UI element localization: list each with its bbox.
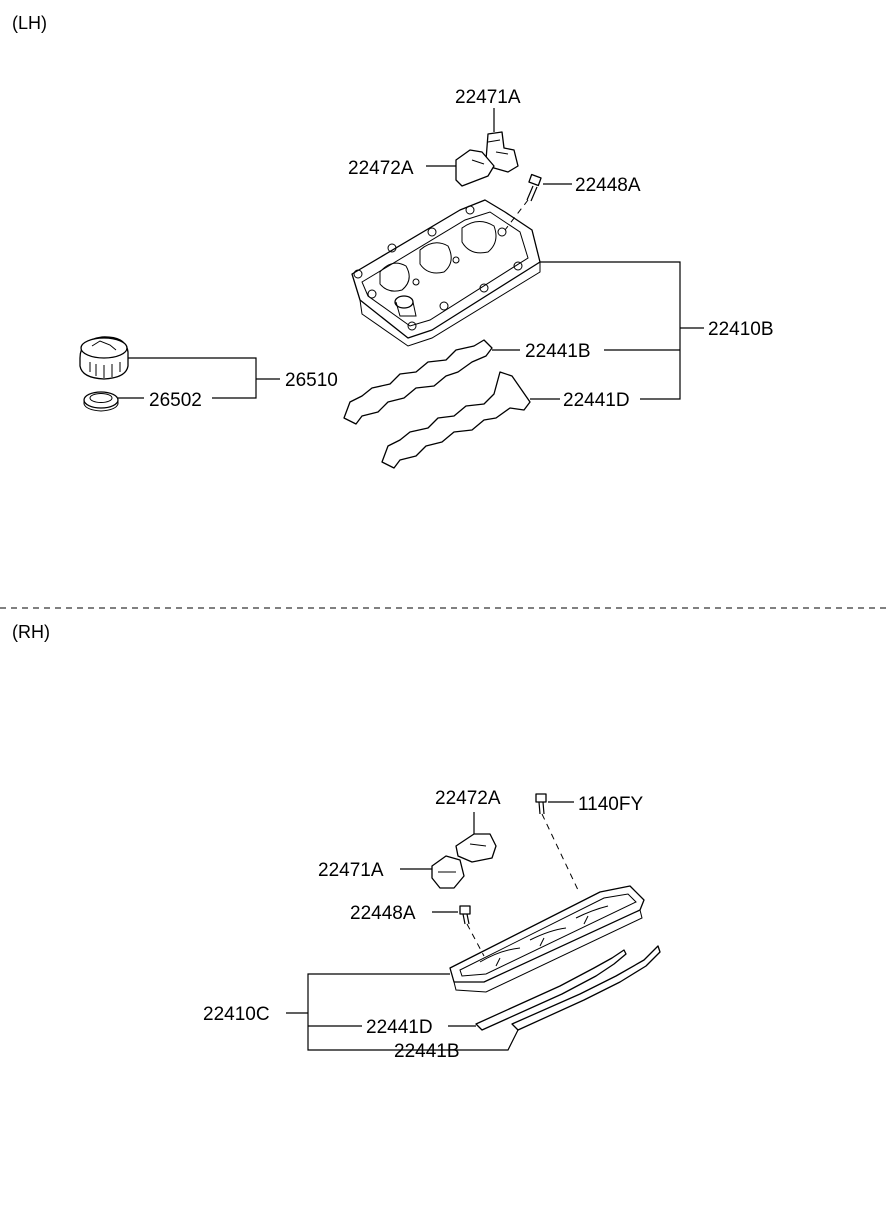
label-22471A-lh: 22471A — [455, 87, 521, 108]
oil-filler-cap[interactable] — [79, 336, 129, 380]
leader-22441B-rh — [474, 1029, 519, 1051]
label-22448A-rh: 22448A — [350, 903, 416, 924]
bolt-axis-1140FY — [541, 813, 579, 891]
lh-section: 22471A 22472A 22448A 22410B 22441B 22441… — [79, 87, 774, 469]
oil-cap-seal[interactable] — [83, 391, 119, 412]
gasket-22472A-rh[interactable] — [455, 833, 497, 863]
leader-22410B-bracket — [540, 261, 681, 400]
label-22410C: 22410C — [203, 1004, 270, 1025]
label-22471A-rh: 22471A — [318, 860, 384, 881]
gasket-22472A-lh[interactable] — [455, 149, 495, 187]
leader-22410C-bracket — [307, 973, 474, 1051]
bolt-22448A-lh[interactable] — [526, 173, 542, 202]
gasket-22441B-rh[interactable] — [511, 945, 661, 1031]
section-lh-label: (LH) — [12, 13, 47, 33]
valve-cover-lh[interactable] — [351, 199, 541, 347]
gasket-22441D-lh[interactable] — [381, 371, 531, 469]
sensor-22471A-rh[interactable] — [431, 855, 465, 889]
label-22448A-lh: 22448A — [575, 175, 641, 196]
label-22410B: 22410B — [708, 319, 774, 340]
label-22441D-rh: 22441D — [366, 1017, 433, 1038]
label-1140FY: 1140FY — [578, 794, 643, 815]
bolt-axis-22448A-rh — [466, 923, 485, 957]
gasket-22441D-rh[interactable] — [475, 949, 627, 1031]
leader-26510-bracket — [128, 357, 257, 399]
label-22472A-lh: 22472A — [348, 158, 414, 179]
label-26510: 26510 — [285, 370, 338, 391]
gasket-22441B-lh[interactable] — [343, 339, 493, 425]
label-22472A-rh: 22472A — [435, 788, 501, 809]
bolt-1140FY[interactable] — [535, 793, 547, 815]
label-26502: 26502 — [149, 390, 202, 411]
label-22441D-lh: 22441D — [563, 390, 630, 411]
rh-section: 22472A 1140FY 22471A 22448A 22410C 22441… — [203, 788, 661, 1062]
bolt-22448A-rh[interactable] — [459, 905, 471, 925]
valve-cover-rh[interactable] — [449, 885, 645, 993]
label-22441B-lh: 22441B — [525, 341, 591, 362]
section-rh-label: (RH) — [12, 622, 50, 642]
label-22441B-rh: 22441B — [394, 1041, 460, 1062]
